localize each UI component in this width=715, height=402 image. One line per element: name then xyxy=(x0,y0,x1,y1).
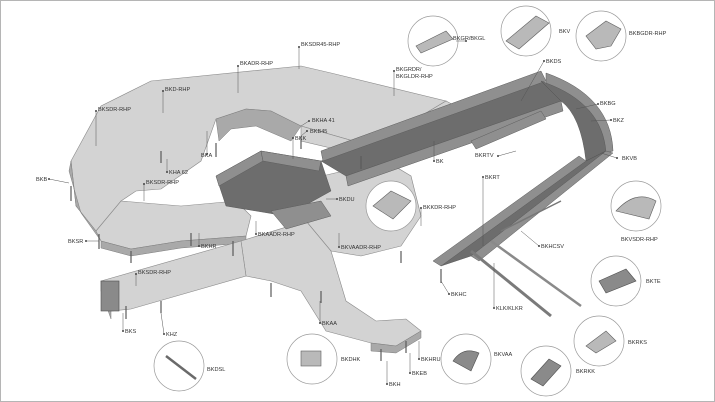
label-bkhcsv: BKHCSV xyxy=(541,244,564,250)
label-bkb: BKB xyxy=(36,177,47,183)
strut-1 xyxy=(470,249,552,318)
sector-cover-icon xyxy=(615,196,657,220)
detail-callouts xyxy=(153,5,662,397)
label-bkh: BKH xyxy=(389,382,401,388)
label-bkte: BKTE xyxy=(646,279,661,285)
right-tray-run xyxy=(320,70,614,267)
lower-tray-wall-inner xyxy=(432,155,587,267)
label-bkkdr-rhp: BKKDR-RHP xyxy=(423,205,456,211)
label-bkds: BKDS xyxy=(546,59,562,65)
bend-cover-icon xyxy=(585,20,622,50)
label-bkvaadr-rhp: BKVAADR-RHP xyxy=(341,245,381,251)
label-bkdu: BKDU xyxy=(339,197,355,203)
label-bkaadr-rhp: BKAADR-RHP xyxy=(258,232,295,238)
label-kha62: KHA 62 xyxy=(169,170,188,176)
label-bksr: BKSR xyxy=(68,239,83,245)
label-bksdr-rhp-mid: BKSDR-RHP xyxy=(146,180,179,186)
lower-tray-wall-outer xyxy=(470,150,614,262)
leader-lines xyxy=(48,40,618,385)
junction-wall-front xyxy=(270,200,332,230)
diagonal-tray-piece xyxy=(470,110,547,150)
label-bksdr-rhp-left: BKSDR-RHP xyxy=(98,107,131,113)
clamp-icon xyxy=(530,358,562,387)
label-bkaa: BKAA xyxy=(322,321,337,327)
label-bka: BKA xyxy=(201,153,212,159)
support-legs xyxy=(70,136,442,361)
label-bkeb: BKEB xyxy=(412,371,427,377)
label-bkbgdr-rhp: BKBGDR-RHP xyxy=(629,31,667,37)
support-struts xyxy=(470,200,582,318)
inner-opening-edge xyxy=(215,108,302,142)
coupler-icon xyxy=(585,330,617,354)
label-bkrt: BKRT xyxy=(485,175,500,181)
rail-icon xyxy=(165,355,197,380)
angle-fitting-icon xyxy=(452,350,480,372)
label-bkrkk: BKRKK xyxy=(576,369,595,375)
label-bkgr-bkgl: BKGR/BKGL xyxy=(453,36,485,42)
label-bks: BKS xyxy=(125,329,136,335)
label-bkk: BKK xyxy=(295,136,306,142)
label-bkb45: BKB45 xyxy=(310,129,327,135)
label-bkha41: BKHA 41 xyxy=(312,118,335,124)
junction-wall-back xyxy=(260,150,322,172)
label-khz: KHZ xyxy=(166,332,178,338)
end-piece-icon xyxy=(598,268,637,294)
label-bkbg: BKBG xyxy=(600,101,616,107)
label-bkhru: BKHRU xyxy=(421,357,441,363)
label-bkv: BKV xyxy=(559,29,570,35)
connector-plate-icon xyxy=(505,15,550,50)
label-bkz: BKZ xyxy=(613,118,624,124)
angle-bracket-icon xyxy=(415,30,454,54)
label-bkadr-rhp: BKADR-RHP xyxy=(240,61,273,67)
label-bkrks: BKRKS xyxy=(628,340,647,346)
label-bkhr: BKHR xyxy=(201,244,217,250)
cover-plate-icon xyxy=(372,190,412,220)
lower-tray-floor xyxy=(440,150,607,267)
label-bkdhk: BKDHK xyxy=(341,357,361,363)
label-bkgrdr-line2: BKGLDR-RHP xyxy=(396,74,433,80)
label-bkgrdr-line1: BKGRDR/ xyxy=(396,67,422,73)
label-bkdsl: BKDSL xyxy=(207,367,225,373)
box-icon xyxy=(300,350,322,367)
lower-t-edge xyxy=(370,330,422,354)
central-junction xyxy=(215,150,332,230)
lower-left-endcap xyxy=(100,280,120,312)
label-bkrtv: BKRTV xyxy=(475,153,494,159)
label-klk-klkr: KLK/KLKR xyxy=(496,306,523,312)
strut-3 xyxy=(500,200,562,232)
label-bkvsdr-rhp: BKVSDR-RHP xyxy=(621,237,658,243)
upper-tray-wall-front xyxy=(345,100,564,187)
label-bk: BK xyxy=(436,159,444,165)
strut-2 xyxy=(490,239,582,308)
part-labels: BKSDR45-RHP BKGR/BKGL BKV BKBGDR-RHP BKA… xyxy=(36,29,667,388)
label-bkhc: BKHC xyxy=(451,292,467,298)
label-bkvb: BKVB xyxy=(622,156,637,162)
label-bkd-rhp: BKD-RHP xyxy=(165,87,190,93)
label-bksdr45-rhp: BKSDR45-RHP xyxy=(301,42,340,48)
label-bksdr-rhp-low: BKSDR-RHP xyxy=(138,270,171,276)
label-bkvaa: BKVAA xyxy=(494,352,513,358)
